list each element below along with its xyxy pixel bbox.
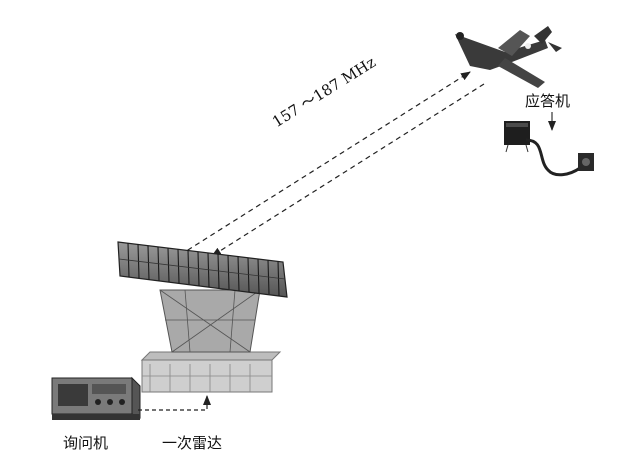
downlink-arrow [211,83,485,257]
interrogator-icon [51,376,141,420]
interrogator-radar-link [138,404,208,411]
uplink-arrow [179,71,471,256]
interrogator-label: 询问机 [63,434,109,452]
primary-radar-icon [117,241,288,393]
transponder-label: 应答机 [525,92,571,110]
aircraft-icon [455,26,562,88]
transponder-device-icon [504,121,594,177]
primary-radar-label: 一次雷达 [162,434,223,452]
